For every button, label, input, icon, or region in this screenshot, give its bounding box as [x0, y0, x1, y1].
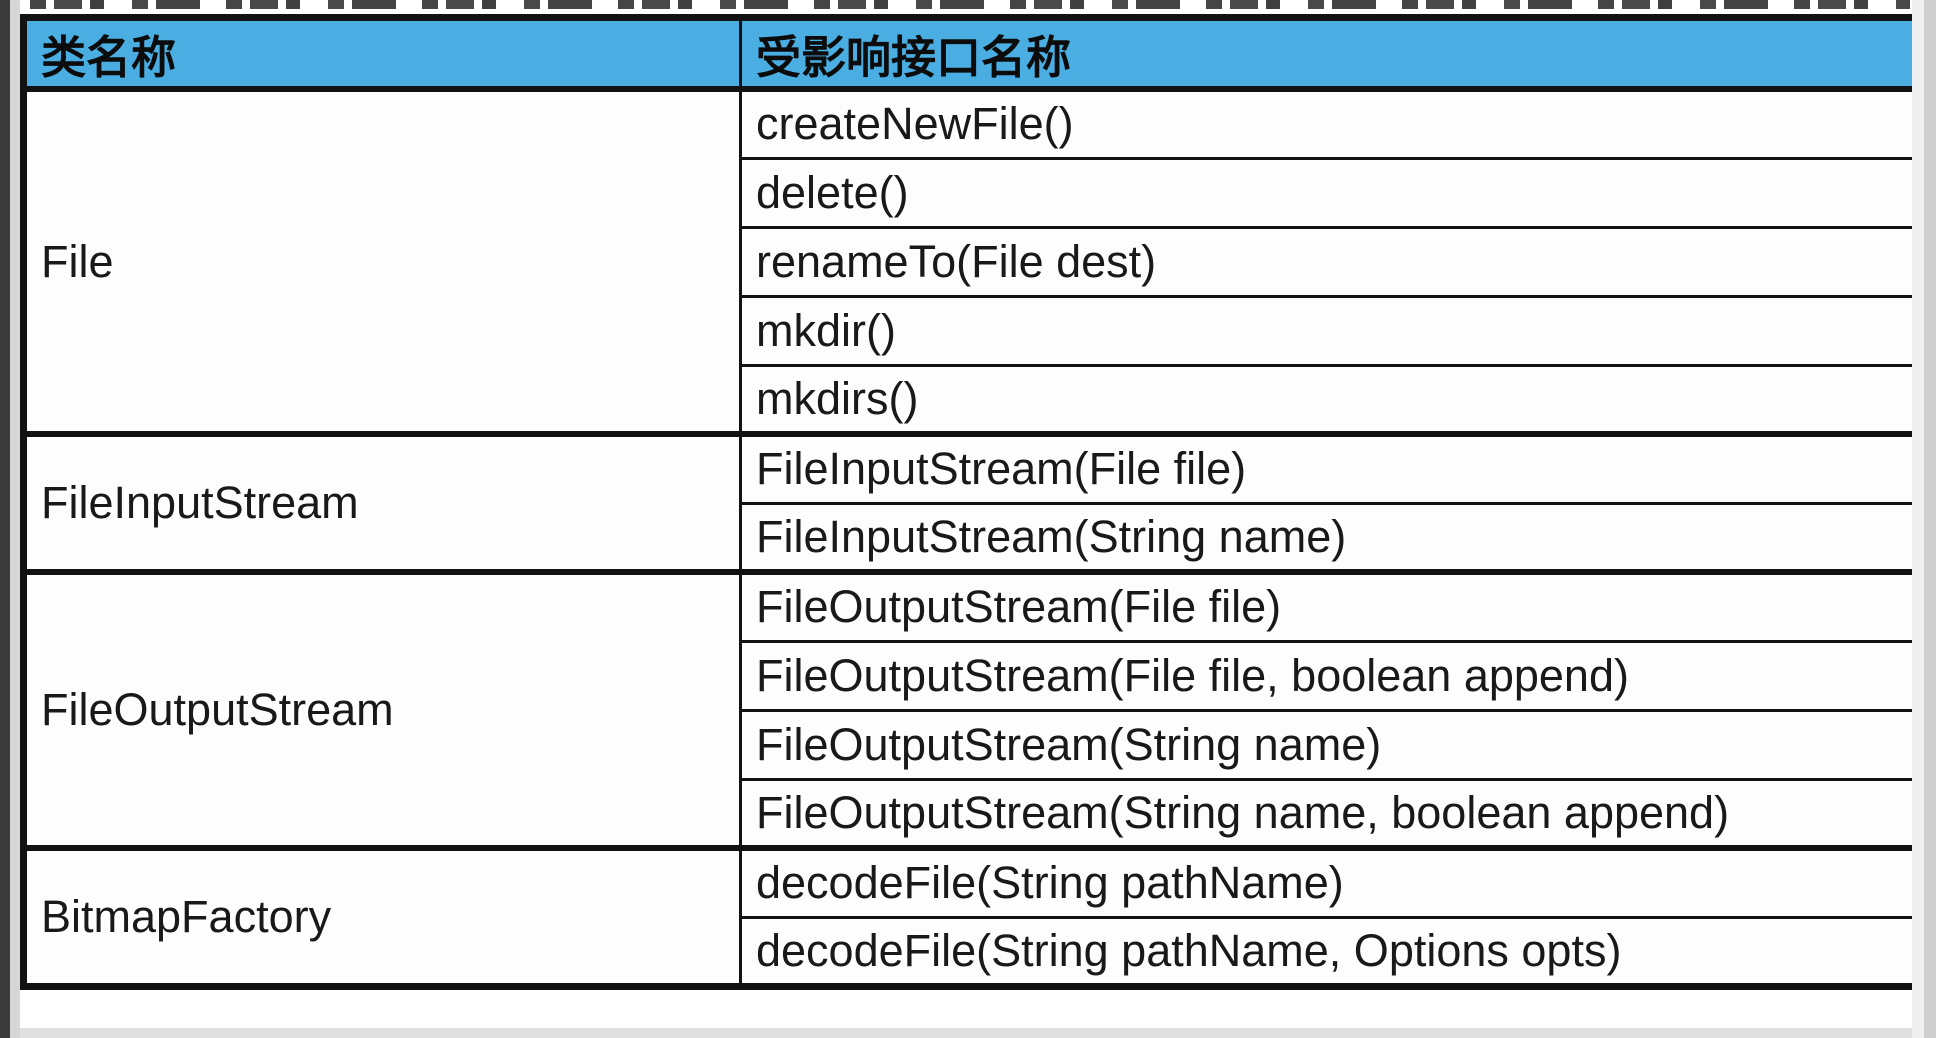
- class-cell-file: File: [22, 87, 742, 437]
- table-row: decodeFile(String pathName, Options opts…: [24, 915, 1917, 989]
- interface-cell: delete(): [739, 156, 1917, 229]
- table-row: mkdirs(): [24, 363, 1917, 437]
- table-row: FileOutputStream(File file, boolean appe…: [24, 639, 1917, 712]
- table-row: FileOutputStream(String name, boolean ap…: [24, 777, 1917, 851]
- left-edge-bar: [0, 0, 10, 1038]
- interface-cell: FileOutputStream(File file): [739, 570, 1917, 643]
- interface-cell: decodeFile(String pathName): [739, 846, 1917, 919]
- class-cell-fileinputstream: FileInputStream: [22, 432, 742, 575]
- interface-cell: FileOutputStream(String name): [739, 708, 1917, 781]
- right-edge-strip: [1912, 0, 1936, 1038]
- column-header-class-name: 类名称: [22, 16, 742, 92]
- interface-cell: renameTo(File dest): [739, 225, 1917, 298]
- table-header-row: 类名称 受影响接口名称: [22, 16, 1917, 92]
- table-row: renameTo(File dest): [24, 225, 1917, 298]
- interface-cell: mkdirs(): [739, 363, 1917, 437]
- left-gutter: [10, 0, 20, 1038]
- interface-cell: mkdir(): [739, 294, 1917, 367]
- interface-cell: createNewFile(): [739, 87, 1917, 160]
- affected-api-table: 类名称 受影响接口名称 File createNewFile() delete(…: [20, 14, 1919, 990]
- class-cell-bitmapfactory: BitmapFactory: [22, 846, 742, 989]
- interface-cell: decodeFile(String pathName, Options opts…: [739, 915, 1917, 989]
- interface-cell: FileInputStream(String name): [739, 501, 1917, 575]
- table-row: BitmapFactory decodeFile(String pathName…: [22, 846, 1917, 989]
- column-header-affected-interface: 受影响接口名称: [739, 16, 1917, 92]
- table-row: mkdir(): [24, 294, 1917, 367]
- interface-cell: FileOutputStream(File file, boolean appe…: [739, 639, 1917, 712]
- table-row: delete(): [24, 156, 1917, 229]
- table-row: FileOutputStream FileOutputStream(File f…: [22, 570, 1917, 851]
- table-row: File createNewFile(): [22, 87, 1917, 437]
- interface-cell: FileOutputStream(String name, boolean ap…: [739, 777, 1917, 851]
- bottom-edge-strip: [20, 1028, 1936, 1038]
- table-row: FileInputStream FileInputStream(File fil…: [22, 432, 1917, 575]
- class-cell-fileoutputstream: FileOutputStream: [22, 570, 742, 851]
- table-row: FileInputStream(String name): [24, 501, 1917, 575]
- table-row: FileOutputStream(String name): [24, 708, 1917, 781]
- cropped-text-artifact: [30, 0, 1910, 9]
- interface-cell: FileInputStream(File file): [739, 432, 1917, 505]
